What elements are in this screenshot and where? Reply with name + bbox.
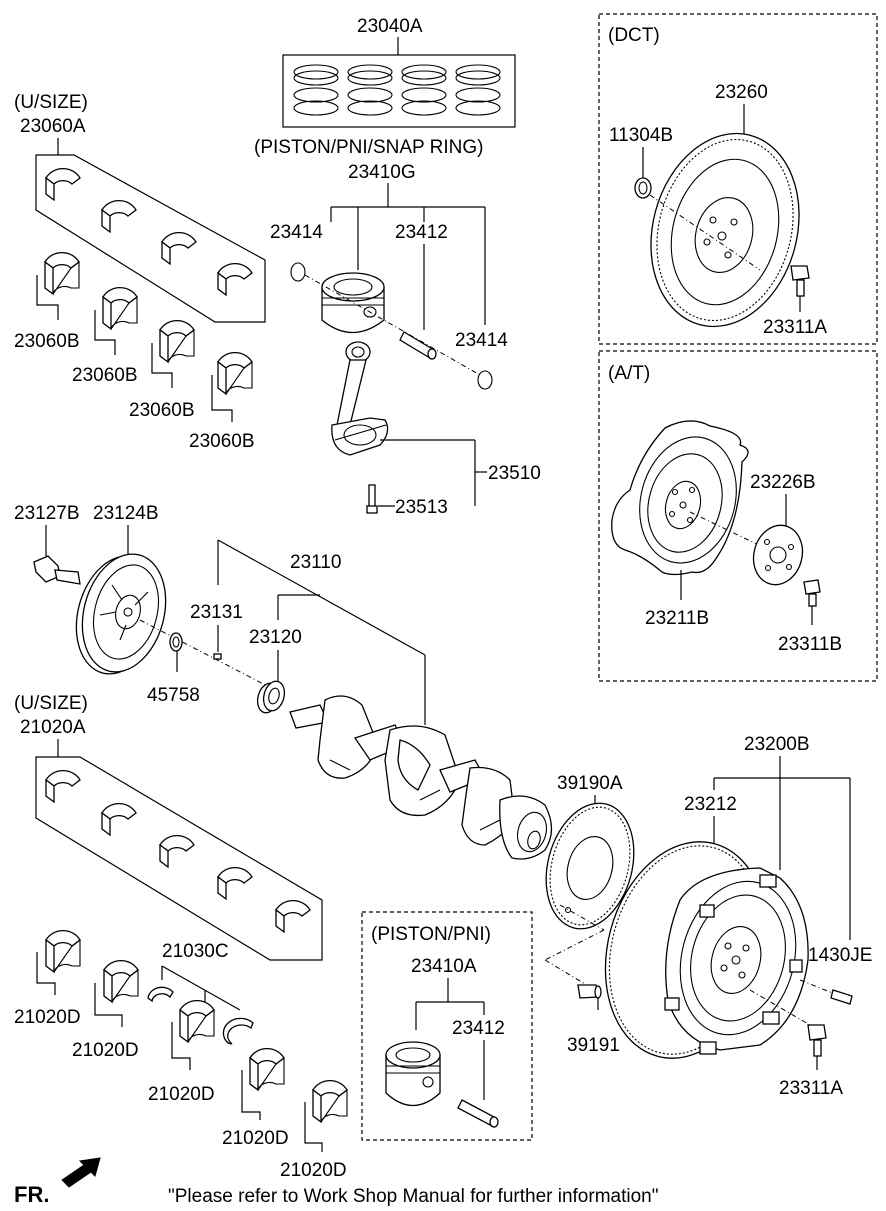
reluctor-ring[interactable] xyxy=(533,793,647,938)
caption-usize-bottom: (U/SIZE) xyxy=(14,693,88,714)
label-snap-ring-right: 23414 xyxy=(455,330,508,351)
label-snap-ring-left: 23414 xyxy=(270,222,323,243)
snap-ring-left[interactable] xyxy=(290,262,306,282)
workshop-manual-note: "Please refer to Work Shop Manual for fu… xyxy=(168,1186,658,1207)
label-rings-set: 23040A xyxy=(357,16,423,37)
label-at-driveplate: 23211B xyxy=(645,608,709,629)
label-bearing-b2: 23060B xyxy=(72,365,138,386)
label-washer: 45758 xyxy=(147,685,200,706)
flywheel[interactable] xyxy=(664,867,813,1055)
label-pulley: 23124B xyxy=(93,503,159,524)
pulley-bolt[interactable] xyxy=(33,555,81,585)
label-main-bearing-5: 21020D xyxy=(280,1160,347,1181)
label-usize-top-set: 23060A xyxy=(20,116,86,137)
bearing-b1[interactable] xyxy=(44,251,80,296)
main-bearing-3[interactable] xyxy=(179,999,215,1044)
bearing-b3[interactable] xyxy=(159,319,195,364)
label-dct-bolt: 23311A xyxy=(763,317,827,338)
bearing-b2[interactable] xyxy=(102,286,138,331)
dct-seal[interactable] xyxy=(634,177,652,199)
main-bearing-2[interactable] xyxy=(103,959,139,1004)
crankshaft-pulley[interactable] xyxy=(64,545,178,684)
label-bearing-b3: 23060B xyxy=(129,400,195,421)
caption-usize-top: (U/SIZE) xyxy=(14,92,88,113)
thrust-washer-right[interactable] xyxy=(222,1017,254,1045)
label-bearing-b4: 23060B xyxy=(189,431,255,452)
label-main-bearing-1: 21020D xyxy=(14,1007,81,1028)
label-at-plate: 23226B xyxy=(750,472,816,493)
label-piston-pni-set: 23410A xyxy=(411,956,477,977)
piston-pin-upper[interactable] xyxy=(399,331,437,360)
label-piston-set: 23410G xyxy=(348,162,416,183)
timing-sprocket[interactable] xyxy=(254,679,287,715)
front-direction-label: FR. xyxy=(14,1182,49,1207)
label-connecting-rod-bolt: 23513 xyxy=(395,497,448,518)
caption-at: (A/T) xyxy=(608,363,650,384)
label-connecting-rod: 23510 xyxy=(488,463,541,484)
piston-upper[interactable] xyxy=(321,272,385,333)
label-ring-gear: 23212 xyxy=(684,794,737,815)
lower-bearing-set[interactable] xyxy=(35,756,323,961)
label-flywheel-bolt: 23311A xyxy=(779,1078,843,1099)
dct-bolt[interactable] xyxy=(790,265,810,297)
label-at-bolt: 23311B xyxy=(778,634,842,655)
label-sprocket: 23120 xyxy=(249,627,302,648)
label-main-bearing-4: 21020D xyxy=(222,1128,289,1149)
caption-dct: (DCT) xyxy=(608,25,660,46)
bearing-b4[interactable] xyxy=(217,351,253,396)
crankshaft[interactable] xyxy=(289,695,553,860)
caption-piston-pni: (PISTON/PNI) xyxy=(371,924,491,945)
reluctor-bolt[interactable] xyxy=(577,984,602,999)
label-flywheel-assy: 23200B xyxy=(744,734,810,755)
label-main-bearing-3: 21020D xyxy=(148,1084,215,1105)
at-driveplate[interactable] xyxy=(611,420,750,576)
label-dct-flywheel: 23260 xyxy=(715,82,768,103)
piston-pin-lower[interactable] xyxy=(457,1099,499,1128)
connecting-rod-bolt[interactable] xyxy=(366,484,378,514)
label-reluctor-bolt: 39191 xyxy=(567,1035,620,1056)
label-piston-pin-lower: 23412 xyxy=(452,1018,505,1039)
label-pulley-bolt: 23127B xyxy=(14,503,80,524)
piston-lower[interactable] xyxy=(385,1041,441,1106)
snap-ring-right[interactable] xyxy=(477,370,493,390)
connecting-rod[interactable] xyxy=(331,341,389,456)
at-bolt[interactable] xyxy=(803,579,821,607)
dct-group-box xyxy=(598,13,878,345)
washer[interactable] xyxy=(169,632,183,652)
main-bearing-4[interactable] xyxy=(249,1047,285,1092)
label-reluctor: 39190A xyxy=(557,773,623,794)
at-plate[interactable] xyxy=(747,520,809,590)
dct-flywheel[interactable] xyxy=(630,117,820,344)
main-bearing-5[interactable] xyxy=(312,1079,348,1124)
caption-piston-pni-snap-ring: (PISTON/PNI/SNAP RING) xyxy=(254,137,483,158)
piston-ring-set[interactable] xyxy=(282,54,516,128)
label-main-bearing-2: 21020D xyxy=(72,1040,139,1061)
label-piston-pin-upper: 23412 xyxy=(395,222,448,243)
label-dowel: 1430JE xyxy=(808,945,872,966)
label-bearing-b1: 23060B xyxy=(14,331,80,352)
label-crankshaft-assy: 23110 xyxy=(290,552,341,573)
label-usize-bottom-set: 21020A xyxy=(20,717,86,738)
upper-bearing-set[interactable] xyxy=(35,154,266,323)
dowel-pin[interactable] xyxy=(830,989,853,1005)
main-bearing-1[interactable] xyxy=(45,929,81,974)
thrust-washer-left[interactable] xyxy=(147,986,174,1003)
woodruff-key[interactable] xyxy=(213,653,222,660)
piston-pni-group-box xyxy=(361,911,533,1141)
label-thrust-bearing: 21030C xyxy=(162,941,229,962)
label-key: 23131 xyxy=(190,602,243,623)
at-group-box xyxy=(598,350,878,682)
front-arrow-icon xyxy=(61,1157,101,1188)
label-dct-seal: 11304B xyxy=(609,125,673,146)
flywheel-bolt[interactable] xyxy=(807,1024,827,1057)
